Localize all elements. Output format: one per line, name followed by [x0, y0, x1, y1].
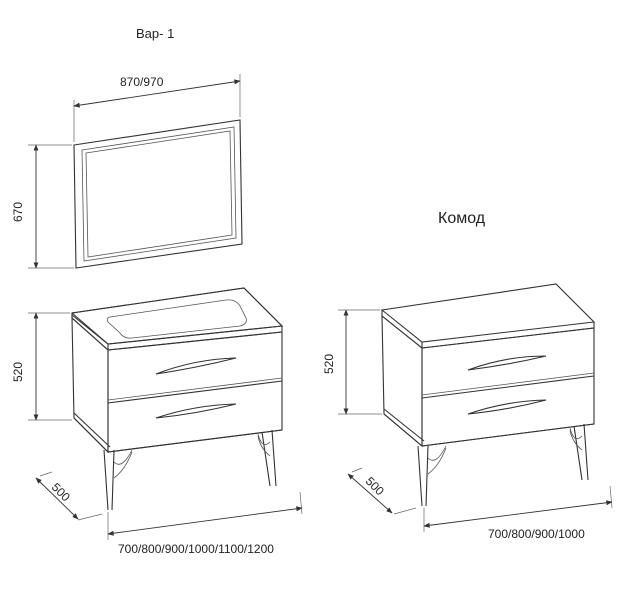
- mirror-width-label: 870/970: [120, 75, 164, 89]
- vanity-width-label: 700/800/900/1000/1100/1200: [118, 542, 274, 556]
- vanity-cabinet: [71, 287, 284, 511]
- vanity-drawer-divider: [107, 380, 283, 404]
- vanity-leg-front-right: [261, 429, 277, 487]
- chest-drawer-divider: [421, 375, 595, 399]
- variant-label: Вар- 1: [136, 26, 174, 41]
- chest-height-label: 520: [322, 354, 336, 374]
- vanity-handle-top: [155, 357, 237, 375]
- chest-width-dimension: [423, 485, 613, 532]
- vanity-width-dimension: [107, 491, 303, 540]
- chest-leg-front-left: [417, 445, 429, 507]
- chest-handle-bottom: [467, 399, 547, 415]
- vanity-depth-dimension: [35, 471, 103, 521]
- basin: [106, 299, 247, 339]
- chest-depth-dimension: [347, 467, 417, 515]
- mirror-height-dimension: [28, 144, 74, 269]
- chest-depth-label: 500: [363, 474, 387, 498]
- vanity-height-label: 520: [11, 362, 25, 382]
- mirror-height-label: 670: [11, 202, 25, 222]
- chest-width-label: 700/800/900/1000: [488, 527, 585, 541]
- vanity-handle-bottom: [155, 403, 237, 419]
- chest-top: [380, 283, 596, 343]
- mirror: [73, 119, 243, 269]
- vanity-depth-label: 500: [49, 480, 73, 504]
- mirror-width-dimension: [73, 74, 241, 142]
- chest-height-dimension: [338, 309, 382, 415]
- chest-handle-top: [467, 355, 547, 371]
- vanity-leg-front-left: [103, 449, 115, 511]
- chest-title: Комод: [438, 210, 486, 227]
- mirror-frame-outer: [73, 119, 243, 269]
- mirror-frame-inner: [81, 126, 237, 262]
- chest-cabinet: [380, 283, 596, 507]
- chest-leg-front-right: [573, 423, 589, 481]
- mirror-glass: [85, 130, 233, 258]
- vanity-height-dimension: [28, 312, 72, 421]
